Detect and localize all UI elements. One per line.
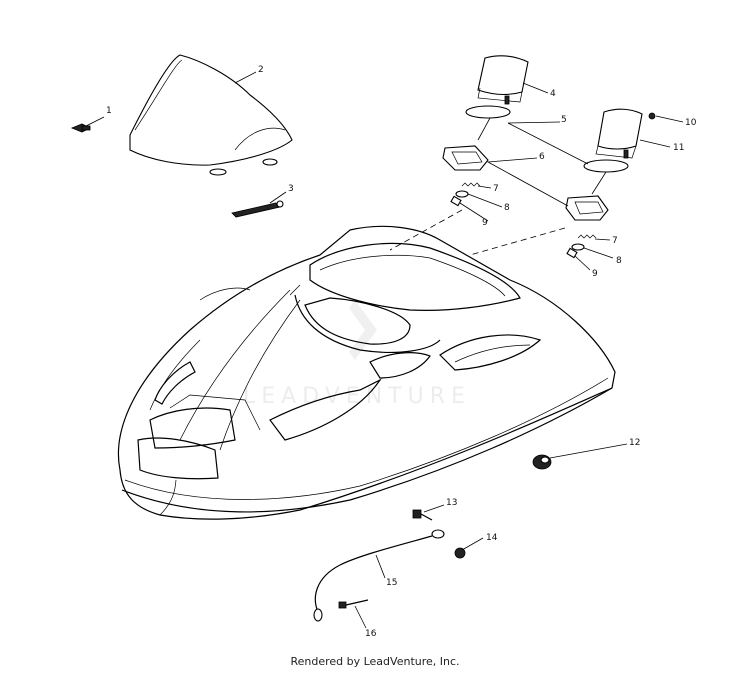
spring-part[interactable] xyxy=(577,234,597,239)
callout-13: 13 xyxy=(446,498,457,508)
callout-5: 5 xyxy=(561,115,567,125)
gasket-part[interactable] xyxy=(465,105,511,119)
fastener-part[interactable] xyxy=(338,599,369,609)
grommet-part[interactable] xyxy=(532,454,552,470)
callout-7b: 7 xyxy=(612,236,618,246)
gauge-mount-part[interactable] xyxy=(442,145,489,171)
spring-part[interactable] xyxy=(461,182,481,187)
footer-credit: Rendered by LeadVenture, Inc. xyxy=(290,655,460,668)
alignment-line xyxy=(591,171,607,195)
callout-8b: 8 xyxy=(616,256,622,266)
callout-3: 3 xyxy=(288,184,294,194)
washer-part[interactable] xyxy=(571,243,585,251)
watermark: LEADVENTURE xyxy=(243,300,471,409)
nut-part[interactable] xyxy=(454,547,466,559)
callout-1: 1 xyxy=(106,106,112,116)
callout-9: 9 xyxy=(482,218,488,228)
alignment-line xyxy=(469,227,566,256)
tool-part[interactable] xyxy=(231,200,284,218)
callout-9b: 9 xyxy=(592,269,598,279)
callout-6: 6 xyxy=(539,152,545,162)
plunger-part[interactable] xyxy=(566,247,578,259)
gasket-part[interactable] xyxy=(583,159,629,173)
fastener-part[interactable] xyxy=(70,123,91,133)
tether-cable-part[interactable] xyxy=(313,529,445,622)
screw-part[interactable] xyxy=(648,112,656,120)
callout-10: 10 xyxy=(685,118,697,128)
alignment-line xyxy=(477,117,491,141)
gauge-part[interactable] xyxy=(477,55,529,105)
callout-15: 15 xyxy=(386,578,397,588)
alignment-line xyxy=(389,209,463,251)
callout-2: 2 xyxy=(258,65,264,75)
watermark-text: LEADVENTURE xyxy=(243,384,471,409)
callout-4: 4 xyxy=(550,89,556,99)
leader-lines xyxy=(85,71,684,629)
callout-11: 11 xyxy=(673,143,684,153)
callout-16: 16 xyxy=(365,629,377,639)
windshield-part[interactable] xyxy=(129,54,293,176)
plunger-part[interactable] xyxy=(450,195,462,207)
gauge-mount-part[interactable] xyxy=(565,195,609,221)
washer-part[interactable] xyxy=(455,190,469,198)
callout-labels: 1 2 3 4 5 6 7 8 9 10 11 12 13 14 15 16 7… xyxy=(106,65,697,639)
callout-12: 12 xyxy=(629,438,640,448)
callout-7: 7 xyxy=(493,184,499,194)
callout-8: 8 xyxy=(504,203,510,213)
watermark-logo-icon xyxy=(349,300,377,360)
hood-part[interactable] xyxy=(117,225,616,520)
screw-part[interactable] xyxy=(412,509,433,521)
gauge-part[interactable] xyxy=(595,108,643,159)
callout-14: 14 xyxy=(486,533,498,543)
